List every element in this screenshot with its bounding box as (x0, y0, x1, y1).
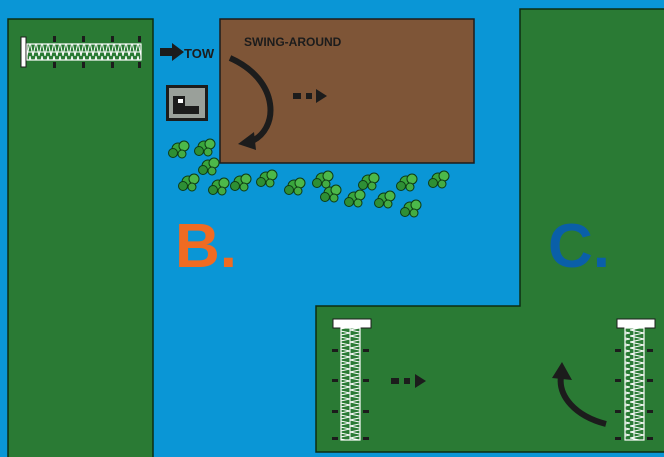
pivot-end-tower-icon (166, 85, 208, 121)
tow-label: TOW (184, 46, 215, 61)
left-field (8, 19, 153, 457)
section-c-label: C. (548, 212, 610, 281)
section-b-label: B. (175, 212, 237, 281)
swing-around-label: SWING-AROUND (244, 35, 342, 49)
